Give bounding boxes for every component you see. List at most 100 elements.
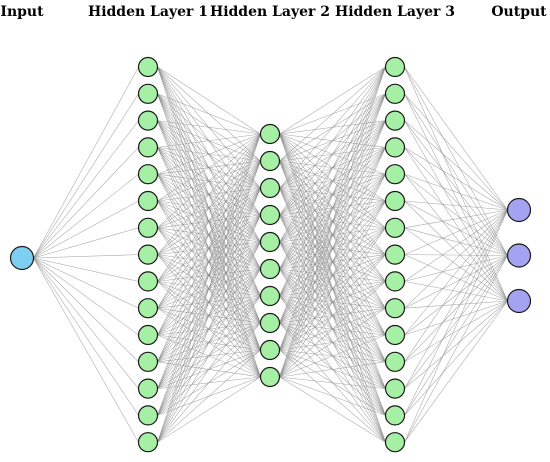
neuron-hidden-1-2	[137, 83, 159, 104]
connection-edge	[33, 257, 139, 362]
neuron-hidden-1-6	[137, 190, 159, 212]
neuron-hidden-3-5	[384, 164, 406, 185]
neuron-hidden-3-1	[384, 56, 406, 78]
neuron-hidden-3-15	[384, 432, 406, 453]
connection-edge	[404, 209, 508, 389]
neuron-hidden-1-15	[137, 432, 159, 453]
neuron-hidden-1-11	[137, 324, 159, 346]
neuron-hidden-3-7	[384, 217, 406, 238]
connection-edge	[404, 66, 508, 211]
connection-edge	[404, 255, 508, 416]
neuron-hidden-1-4	[137, 137, 159, 158]
connection-edge	[404, 255, 508, 389]
connection-edge	[404, 209, 508, 309]
neuron-hidden-3-11	[384, 324, 406, 346]
connection-edge	[404, 209, 508, 229]
connection-edge	[404, 147, 508, 256]
connection-edge	[404, 93, 508, 256]
connection-edge	[404, 200, 508, 256]
connection-edge	[279, 361, 386, 378]
connection-edge	[33, 227, 139, 259]
connection-edge	[279, 376, 386, 389]
connection-edge	[404, 255, 508, 443]
neuron-hidden-2-2	[259, 150, 281, 172]
connection-edge	[157, 133, 261, 443]
neuron-hidden-3-3	[384, 110, 406, 131]
neuron-hidden-3-6	[384, 190, 406, 212]
connection-edge	[404, 227, 508, 256]
connection-edge	[33, 257, 139, 282]
connection-edge	[404, 209, 508, 336]
connection-edge	[33, 173, 139, 259]
connection-edge	[157, 160, 261, 443]
connection-edge	[157, 66, 261, 135]
neuron-hidden-3-2	[384, 83, 406, 104]
neuron-hidden-3-4	[384, 137, 406, 158]
connection-edge	[157, 133, 261, 255]
connection-edge	[404, 300, 508, 363]
neuron-hidden-2-3	[259, 177, 281, 199]
connection-edge	[157, 133, 261, 362]
connection-edge	[404, 209, 508, 416]
neuron-hidden-1-13	[137, 378, 159, 399]
layer-title-hidden-2: Hidden Layer 2	[209, 4, 331, 20]
connection-edge	[33, 120, 139, 259]
connection-edge	[157, 268, 261, 443]
connection-edge	[279, 66, 386, 189]
connection-edge	[157, 133, 261, 175]
connection-edge	[157, 376, 261, 443]
neuron-hidden-3-10	[384, 298, 406, 319]
neuron-hidden-2-5	[259, 231, 281, 253]
neuron-hidden-1-7	[137, 217, 159, 238]
connection-edge	[33, 257, 139, 443]
connection-edge	[157, 93, 261, 135]
neuron-hidden-3-12	[384, 351, 406, 372]
connection-edge	[33, 257, 139, 416]
connection-edge	[33, 200, 139, 259]
connection-edge	[404, 147, 508, 211]
connection-edge	[279, 200, 386, 378]
neuron-hidden-3-8	[384, 244, 406, 265]
connection-edge	[404, 173, 508, 211]
connection-edge	[404, 281, 508, 302]
connection-edge	[279, 147, 386, 378]
connection-edge	[157, 295, 261, 443]
neuron-hidden-3-9	[384, 271, 406, 292]
connection-edge	[157, 187, 261, 443]
connection-edge	[157, 349, 261, 443]
connection-edge	[33, 257, 139, 309]
connection-edge	[404, 300, 508, 336]
neuron-input-1	[9, 245, 35, 271]
connection-edge	[404, 174, 508, 302]
neuron-output-3	[506, 288, 532, 314]
neuron-hidden-2-7	[259, 285, 281, 307]
connection-group	[33, 66, 508, 443]
connection-edge	[279, 174, 386, 378]
connection-edge	[404, 300, 508, 309]
neuron-output-1	[506, 197, 532, 223]
connection-edge	[404, 300, 508, 443]
connection-edge	[157, 214, 261, 443]
connection-edge	[404, 66, 508, 256]
connection-edge	[404, 255, 508, 362]
connection-edge	[279, 66, 386, 351]
neuron-hidden-2-10	[259, 366, 281, 388]
connection-edge	[33, 93, 139, 259]
neuron-hidden-1-10	[137, 298, 159, 319]
connection-edge	[404, 147, 508, 302]
connection-edge	[157, 133, 261, 336]
neuron-group	[9, 56, 532, 453]
connection-edge	[157, 133, 261, 389]
connection-edge	[157, 133, 261, 202]
connection-edge	[279, 66, 386, 135]
connection-edge	[279, 66, 386, 297]
connection-edge	[404, 255, 508, 309]
connection-edge	[157, 133, 261, 282]
connection-edge	[33, 257, 139, 389]
connection-edge	[279, 66, 386, 243]
connection-edge	[279, 334, 386, 378]
neuron-output-2	[506, 243, 532, 268]
connection-edge	[404, 255, 508, 336]
